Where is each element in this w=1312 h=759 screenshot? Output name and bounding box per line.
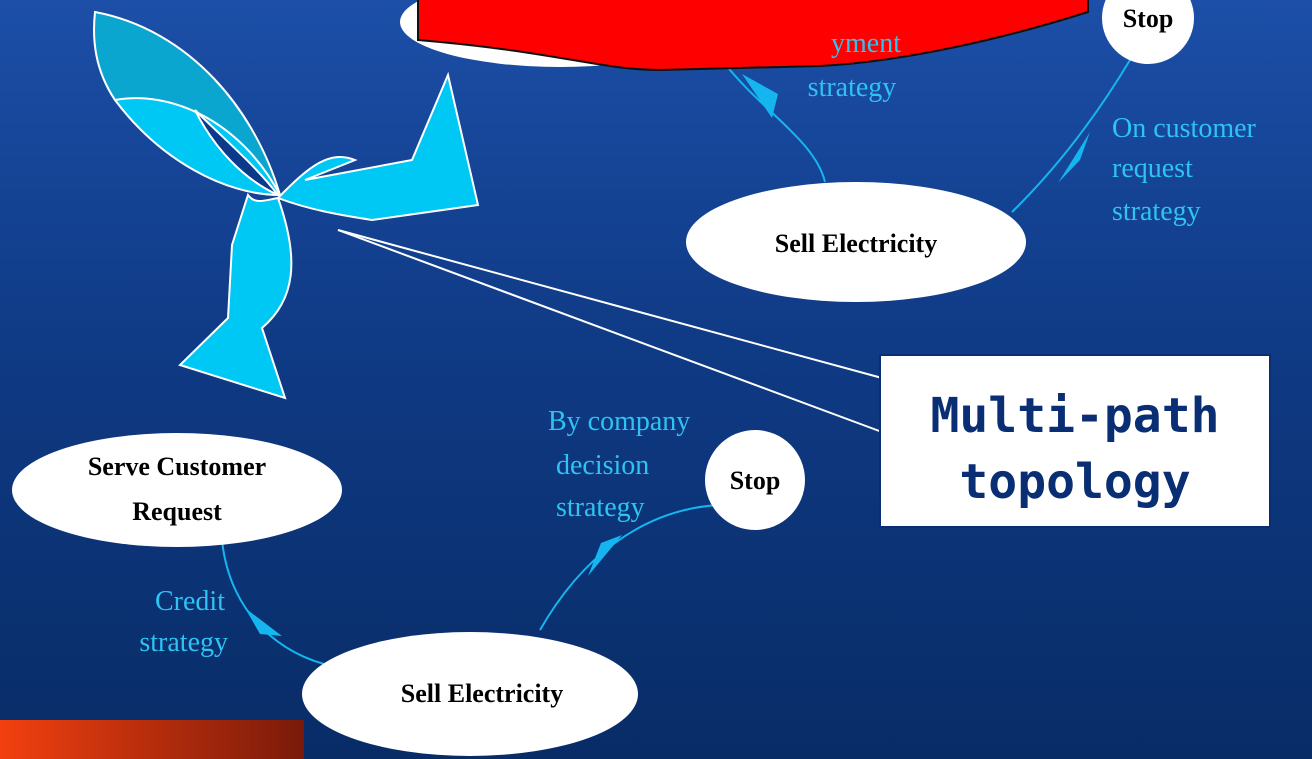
edge-by-company — [539, 504, 719, 631]
edge-payment — [721, 59, 826, 183]
callout-pointer-lower — [337, 229, 883, 433]
node-sell-electricity-top — [686, 182, 1026, 302]
logo-arrow-right — [276, 71, 480, 222]
callout-line2: topology — [959, 454, 1190, 510]
label-on-request-line1: On customer — [1112, 113, 1257, 144]
label-by-company-line1: By company — [548, 406, 690, 437]
corner-accent-bar — [0, 720, 304, 759]
edge-on-request — [1011, 59, 1131, 213]
label-credit-line1: Credit — [155, 586, 225, 617]
edge-payment-arrowhead — [742, 74, 778, 118]
callout-pointer-upper — [337, 229, 883, 379]
node-stop-top-label: Stop — [1123, 4, 1174, 33]
edge-by-company-arrowhead — [588, 535, 622, 576]
label-on-request-line2: request — [1112, 153, 1193, 184]
node-serve-customer-request-line2: Request — [132, 497, 222, 526]
edge-on-request-arrowhead — [1058, 132, 1090, 183]
label-payment-line1: yment — [831, 28, 901, 59]
node-serve-customer-request — [12, 433, 342, 547]
callout-box — [879, 354, 1271, 528]
edge-credit — [221, 539, 346, 669]
node-sell-electricity-bottom — [302, 632, 638, 756]
node-stop-top — [1102, 0, 1194, 64]
label-credit-line2: strategy — [139, 627, 228, 658]
node-sell-electricity-top-label: Sell Electricity — [775, 229, 937, 258]
node-stop-bottom — [705, 430, 805, 530]
node-sell-electricity-bottom-label: Sell Electricity — [401, 679, 563, 708]
red-banner — [417, 0, 1089, 72]
logo-leaf-eye — [194, 109, 279, 196]
callout-line1: Multi-path — [931, 388, 1220, 444]
edge-credit-arrowhead — [245, 608, 282, 636]
label-on-request-line3: strategy — [1112, 196, 1201, 227]
node-serve-customer-request-line1: Serve Customer — [88, 452, 266, 481]
label-by-company-line2: decision — [556, 450, 649, 481]
three-arrow-swirl-logo-icon — [93, 10, 480, 400]
label-payment-line2: strategy — [808, 72, 897, 103]
logo-arrow-down — [178, 192, 293, 400]
node-stop-bottom-label: Stop — [730, 466, 781, 495]
label-by-company-line3: strategy — [556, 492, 645, 523]
